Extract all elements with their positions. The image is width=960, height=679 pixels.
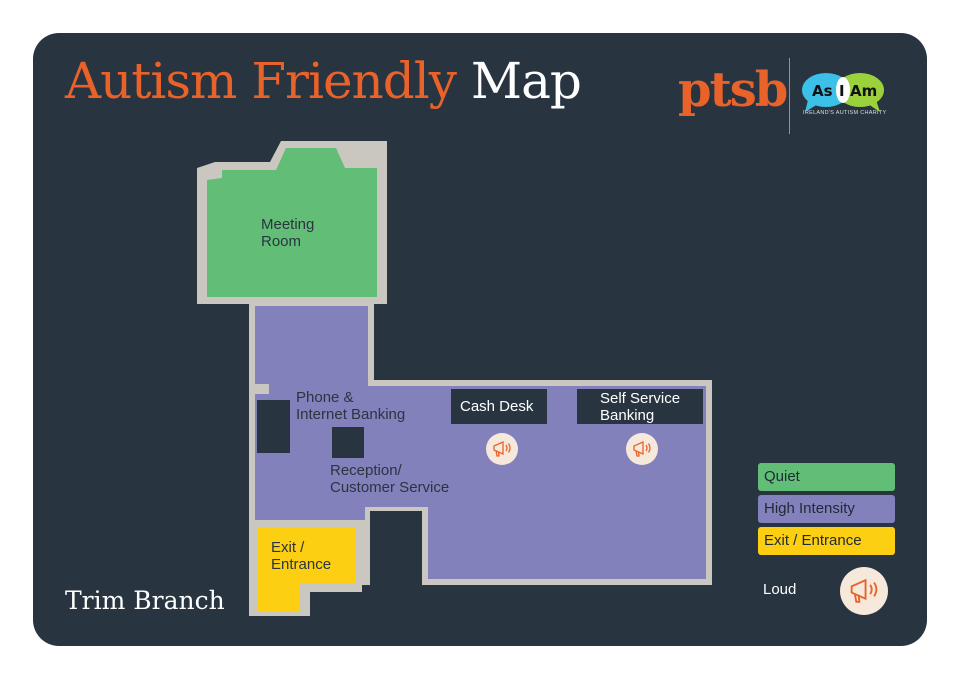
label-phone-banking: Phone &Internet Banking [296, 389, 406, 423]
legend-high-intensity: High Intensity [758, 495, 895, 523]
logo-divider [789, 58, 790, 134]
label-cash-desk: Cash Desk [460, 398, 534, 415]
branch-name: Trim Branch [65, 586, 225, 615]
megaphone-icon [840, 567, 888, 615]
page-title: Autism Friendly Map [65, 52, 582, 110]
phone-banking-booth [257, 400, 290, 453]
megaphone-icon [486, 433, 518, 465]
reception-desk [332, 427, 364, 458]
megaphone-icon [626, 433, 658, 465]
legend-loud: Loud [763, 581, 797, 598]
zone-meeting-room [207, 148, 377, 297]
legend-quiet: Quiet [758, 463, 895, 491]
cash-desk [451, 389, 547, 424]
ptsb-logo: ptsb [678, 62, 788, 118]
label-reception: Reception/Customer Service [330, 462, 450, 496]
courtyard-notch [370, 511, 422, 591]
svg-text:I: I [839, 82, 845, 100]
zone-exit-entrance [257, 528, 356, 612]
svg-text:Am: Am [850, 82, 877, 100]
zone-high-intensity [255, 306, 706, 579]
title-part1: Autism Friendly [65, 52, 457, 110]
label-exit-entrance: Exit /Entrance [271, 539, 332, 573]
svg-text:As: As [812, 82, 833, 100]
self-service-area [577, 389, 703, 424]
asiam-tagline: IRELAND'S AUTISM CHARITY [803, 110, 887, 116]
legend-exit-entrance: Exit / Entrance [758, 527, 895, 555]
title-part2: Map [470, 52, 582, 110]
asiam-logo: As I Am [802, 73, 884, 112]
